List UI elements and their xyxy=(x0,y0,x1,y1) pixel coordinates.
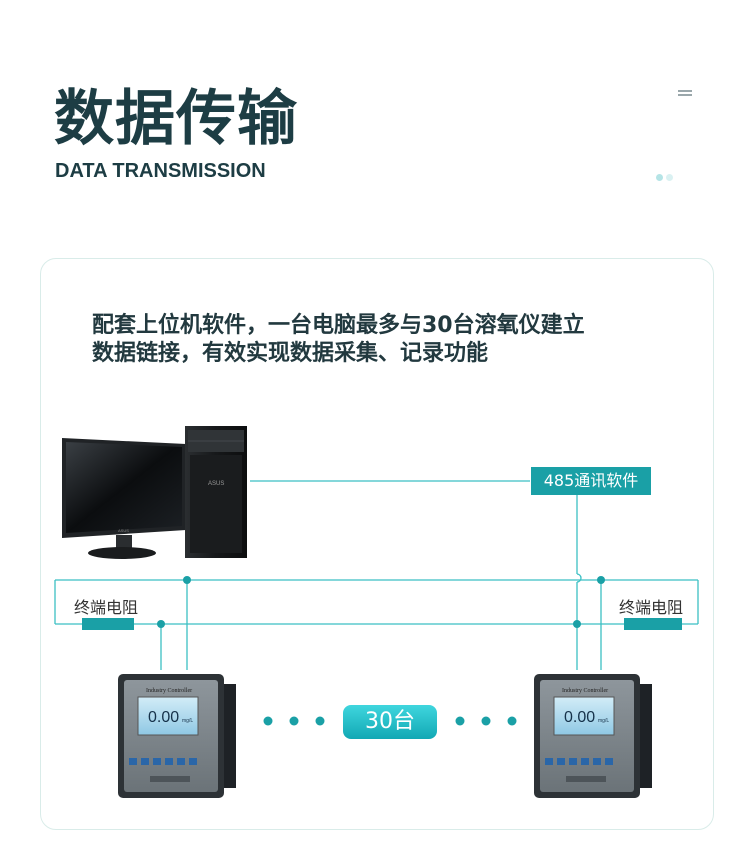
controller-right-title: Industry Controller xyxy=(562,688,608,694)
controller-right-reading: 0.00 xyxy=(564,709,595,726)
device-count-badge: 30台 xyxy=(343,705,437,739)
resistor-left-icon xyxy=(82,616,134,630)
controller-left-title: Industry Controller xyxy=(146,688,192,694)
controller-left-unit: mg/L xyxy=(182,718,193,724)
page-title: 数据传输 xyxy=(54,84,298,154)
monitor-brand-text: ASUS xyxy=(118,528,129,533)
software-label: 485通讯软件 xyxy=(531,467,651,495)
resistor-right-label: 终端电阻 xyxy=(617,594,686,618)
pc-tower-icon: ASUS xyxy=(185,426,247,558)
page-subtitle: DATA TRANSMISSION xyxy=(55,160,266,182)
controller-right-icon: Industry Controller 0.00 mg/L xyxy=(534,674,652,798)
controller-left-icon: Industry Controller 0.00 mg/L xyxy=(118,674,236,798)
pc-brand-text: ASUS xyxy=(208,481,224,487)
menu-icon[interactable] xyxy=(678,90,692,98)
resistor-left-label: 终端电阻 xyxy=(72,594,141,618)
monitor-icon: ASUS xyxy=(62,438,186,559)
description-line-1: 配套上位机软件，一台电脑最多与30台溶氧仪建立 xyxy=(92,313,585,338)
junction-dots xyxy=(157,576,605,628)
description: 配套上位机软件，一台电脑最多与30台溶氧仪建立 数据链接，有效实现数据采集、记录… xyxy=(92,312,692,368)
resistor-right-icon xyxy=(624,616,682,630)
pagination-dots-icon xyxy=(656,166,676,185)
ellipsis-dots-icon xyxy=(263,716,517,726)
description-line-2: 数据链接，有效实现数据采集、记录功能 xyxy=(92,341,489,366)
controller-right-unit: mg/L xyxy=(598,718,609,724)
controller-left-reading: 0.00 xyxy=(148,709,179,726)
